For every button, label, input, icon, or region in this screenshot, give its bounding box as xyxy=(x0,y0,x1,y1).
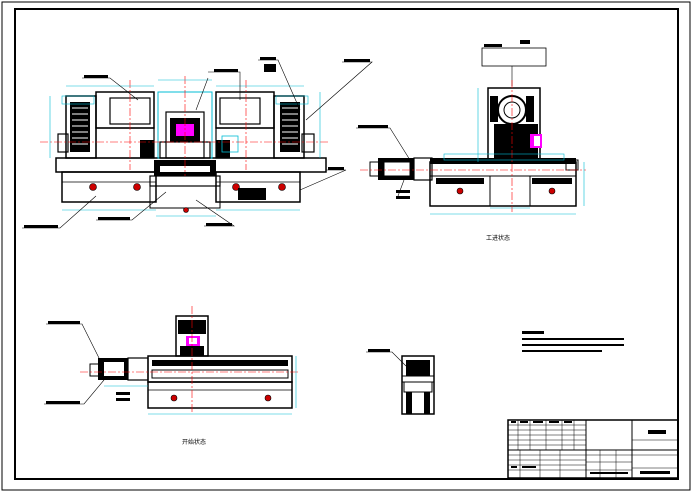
bottom-view-caption: 开始状态 xyxy=(182,438,206,446)
bottom-view: 开始状态 xyxy=(44,306,300,446)
front-view xyxy=(22,57,373,229)
title-block xyxy=(507,419,679,479)
technical-notes xyxy=(522,331,624,352)
side-view-caption: 工进状态 xyxy=(486,234,510,242)
side-view: 工进状态 xyxy=(356,40,586,242)
detail-view xyxy=(366,349,435,415)
